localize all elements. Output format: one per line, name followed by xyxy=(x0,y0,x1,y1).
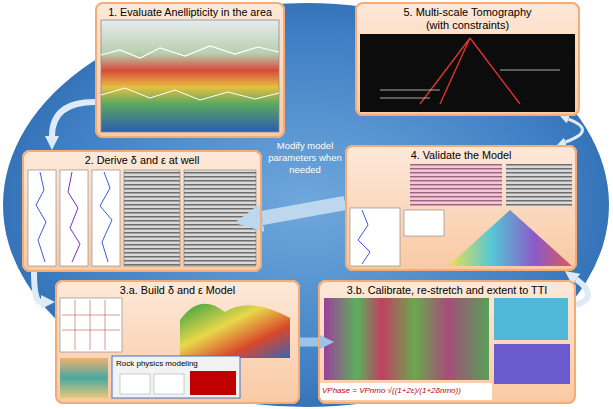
box-title: 2. Derive δ and ε at well xyxy=(24,152,260,167)
box-fill xyxy=(22,150,262,272)
log-panel xyxy=(92,170,120,266)
flow-arrow xyxy=(34,272,41,302)
edge-label: Modify model parameters when needed xyxy=(266,140,344,176)
process-box: 2. Derive δ and ε at well xyxy=(22,150,262,272)
ray-lines xyxy=(420,38,520,104)
surface-3d xyxy=(180,304,290,358)
panel-label: Rock physics modeling xyxy=(116,358,236,369)
box-title: 3.b. Calibrate, re-stretch and extent to… xyxy=(320,282,574,297)
log-panel xyxy=(28,170,56,266)
grid-panel xyxy=(60,298,122,352)
formula-ground xyxy=(320,383,492,400)
process-box: 5. Multi-scale Tomography (with constrai… xyxy=(355,2,580,116)
process-box: 3.b. Calibrate, re-stretch and extent to… xyxy=(318,280,576,404)
seismic-panel xyxy=(124,170,180,266)
calibration-image xyxy=(494,298,568,340)
process-box: 4. Validate the Model xyxy=(345,145,577,271)
rock-physics-plot xyxy=(154,374,184,394)
grid-lines xyxy=(380,70,560,98)
box-fill xyxy=(55,280,300,404)
seismic-panel xyxy=(506,164,572,206)
flow-arrow xyxy=(52,102,95,136)
horizon-line xyxy=(101,46,279,58)
flow-arrow xyxy=(300,338,318,347)
box-fill xyxy=(318,280,576,404)
flow-arrow xyxy=(262,203,345,218)
seismic-image xyxy=(101,20,279,132)
calibration-image xyxy=(494,344,570,384)
box-title: 5. Multi-scale Tomography (with constrai… xyxy=(388,4,548,32)
log-panel xyxy=(350,208,400,266)
log-curve xyxy=(100,172,112,262)
tomography-image xyxy=(360,34,575,112)
box-title: 3.a. Build δ and ε Model xyxy=(57,282,298,297)
seismic-panel xyxy=(184,170,256,266)
box-title: 4. Validate the Model xyxy=(347,147,575,162)
seismic-panel xyxy=(410,164,502,206)
rock-physics-plot xyxy=(190,371,236,395)
bar-panel xyxy=(404,210,444,236)
formula-label: VPhase = VPnmo √((1+2ε)/(1+2δnmo)) xyxy=(322,385,490,396)
box-fill xyxy=(345,145,577,271)
gather-image xyxy=(448,210,572,266)
horizon-line xyxy=(101,88,279,100)
rock-physics-panel xyxy=(112,356,240,398)
box-fill xyxy=(95,2,285,138)
grid-lines xyxy=(62,300,120,350)
calibration-image xyxy=(324,298,489,380)
log-curve xyxy=(68,172,80,262)
log-curve xyxy=(36,172,46,262)
cycle-ellipse xyxy=(3,3,609,407)
box-fill xyxy=(355,2,580,116)
box-title: 1. Evaluate Anellipticity in the area xyxy=(97,4,283,19)
model-strip xyxy=(60,358,108,398)
log-panel xyxy=(60,170,88,266)
flow-arrow xyxy=(576,279,588,305)
log-curve xyxy=(358,210,370,264)
process-box: 3.a. Build δ and ε Model xyxy=(55,280,300,404)
flow-arrow xyxy=(565,119,582,142)
rock-physics-plot xyxy=(120,374,150,394)
process-box: 1. Evaluate Anellipticity in the area xyxy=(95,2,285,138)
